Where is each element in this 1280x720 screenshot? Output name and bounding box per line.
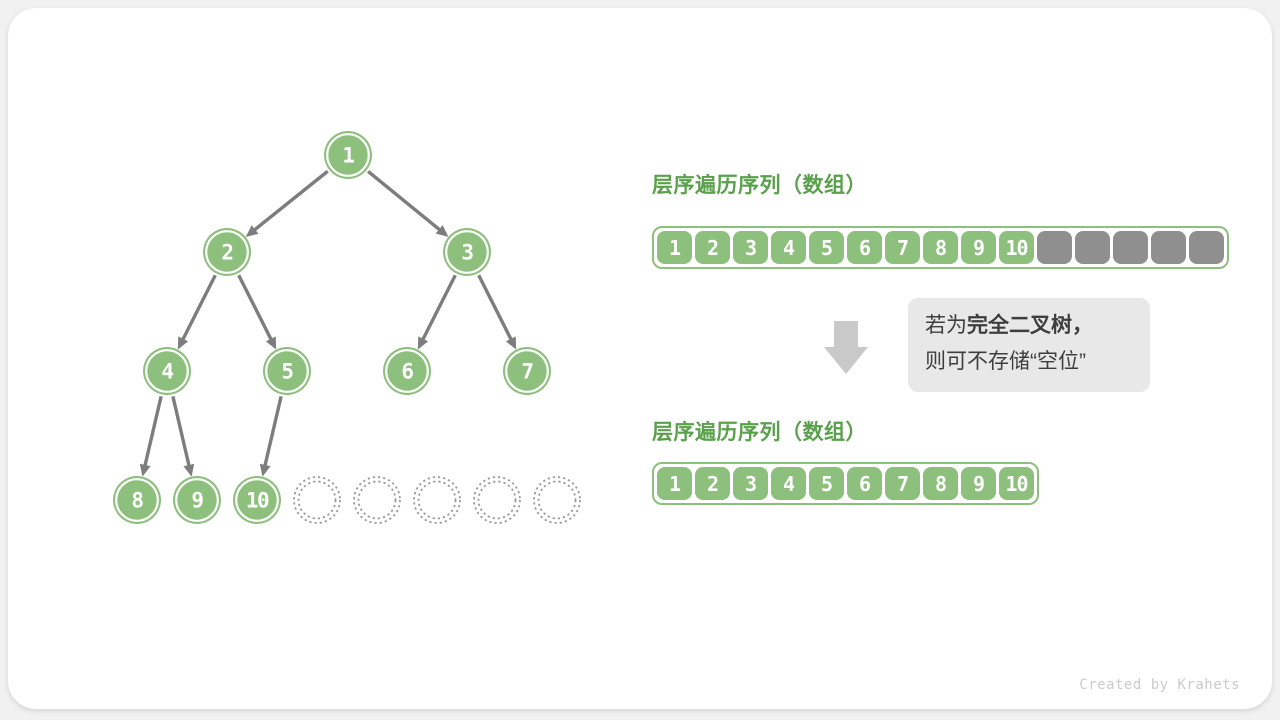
array-cell: 7 — [885, 231, 920, 264]
array-cell: 1 — [657, 231, 692, 264]
tree-node: 10 — [233, 476, 281, 524]
empty-slot-inner-ring — [417, 480, 457, 520]
tree-node-ring — [205, 230, 249, 274]
array-cell: 6 — [847, 231, 882, 264]
tree-edge — [367, 170, 449, 237]
array-cell-empty — [1151, 231, 1186, 264]
tree-empty-slot — [413, 476, 461, 524]
array-cell: 1 — [657, 467, 692, 500]
watermark: Created by Krahets — [1079, 677, 1240, 693]
tree-edge — [477, 274, 517, 350]
tree-node-circle — [143, 347, 191, 395]
tree-node-circle — [203, 228, 251, 276]
array-cell: 2 — [695, 231, 730, 264]
note-line-1: 若为完全二叉树， — [925, 314, 1093, 337]
array-cell-empty — [1037, 231, 1072, 264]
empty-slot-inner-ring — [297, 480, 337, 520]
down-arrow-icon — [824, 321, 868, 374]
tree-node: 9 — [173, 476, 221, 524]
tree-node: 7 — [503, 347, 551, 395]
array-cell: 9 — [961, 467, 996, 500]
tree-node-ring — [115, 478, 159, 522]
array-cell: 4 — [771, 231, 806, 264]
tree-edge — [259, 395, 283, 477]
tree-node-circle — [113, 476, 161, 524]
tree-node-value: 6 — [401, 360, 413, 384]
tree-edge — [171, 395, 195, 477]
tree-node: 8 — [113, 476, 161, 524]
array-cell-empty — [1075, 231, 1110, 264]
array-cell: 7 — [885, 467, 920, 500]
tree-node-ring — [235, 478, 279, 522]
empty-slot-outer-ring — [473, 476, 521, 524]
tree-node-value: 7 — [521, 360, 533, 384]
tree-node: 6 — [383, 347, 431, 395]
array-cell: 6 — [847, 467, 882, 500]
array-cell-empty — [1113, 231, 1148, 264]
empty-slot-inner-ring — [537, 480, 577, 520]
tree-node-circle — [233, 476, 281, 524]
array-cell-empty — [1189, 231, 1224, 264]
tree-node-value: 8 — [131, 489, 143, 513]
tree-edge — [417, 274, 457, 350]
tree-node-value: 4 — [161, 360, 173, 384]
empty-slot-outer-ring — [293, 476, 341, 524]
tree-empty-slot — [533, 476, 581, 524]
tree-node-circle — [443, 228, 491, 276]
tree-empty-slot — [293, 476, 341, 524]
array-cell: 2 — [695, 467, 730, 500]
tree-node: 5 — [263, 347, 311, 395]
tree-node-ring — [145, 349, 189, 393]
tree-node-ring — [505, 349, 549, 393]
array-cell: 10 — [999, 467, 1034, 500]
tree-node-ring — [385, 349, 429, 393]
tree-node: 1 — [324, 131, 372, 179]
note-line-2: 则可不存储“空位” — [925, 350, 1086, 373]
tree-node-ring — [175, 478, 219, 522]
tree-node-value: 1 — [342, 144, 354, 168]
tree-node-ring — [326, 133, 370, 177]
array-cell: 9 — [961, 231, 996, 264]
empty-slot-inner-ring — [477, 480, 517, 520]
tree-edge — [237, 274, 277, 350]
array-cell: 3 — [733, 467, 768, 500]
array-cell: 5 — [809, 231, 844, 264]
empty-slot-inner-ring — [357, 480, 397, 520]
tree-node-value: 9 — [191, 489, 203, 513]
tree-node-circle — [383, 347, 431, 395]
array-cell: 3 — [733, 231, 768, 264]
array-cell: 10 — [999, 231, 1034, 264]
array-cell: 8 — [923, 467, 958, 500]
tree-node-ring — [445, 230, 489, 274]
note-box: 若为完全二叉树， 则可不存储“空位” — [908, 298, 1150, 392]
tree-node-circle — [263, 347, 311, 395]
array-cell: 4 — [771, 467, 806, 500]
empty-slot-outer-ring — [353, 476, 401, 524]
tree-node-circle — [324, 131, 372, 179]
tree-node: 2 — [203, 228, 251, 276]
tree-node-value: 5 — [281, 360, 293, 384]
tree-node-circle — [173, 476, 221, 524]
tree-empty-slot — [353, 476, 401, 524]
empty-slot-outer-ring — [533, 476, 581, 524]
tree-node-value: 10 — [246, 489, 269, 513]
tree-node-ring — [265, 349, 309, 393]
tree-empty-slot — [473, 476, 521, 524]
array-cell: 5 — [809, 467, 844, 500]
tree-edge — [177, 274, 217, 350]
tree-node-value: 3 — [461, 241, 473, 265]
tree-edge — [139, 395, 163, 477]
bottom-array-label: 层序遍历序列（数组） — [652, 421, 867, 444]
tree-edge — [245, 169, 329, 237]
tree-node-circle — [503, 347, 551, 395]
top-array-label: 层序遍历序列（数组） — [652, 174, 867, 197]
empty-slot-outer-ring — [413, 476, 461, 524]
tree-node: 4 — [143, 347, 191, 395]
tree-node-value: 2 — [221, 241, 232, 265]
array-cell: 8 — [923, 231, 958, 264]
tree-node: 3 — [443, 228, 491, 276]
